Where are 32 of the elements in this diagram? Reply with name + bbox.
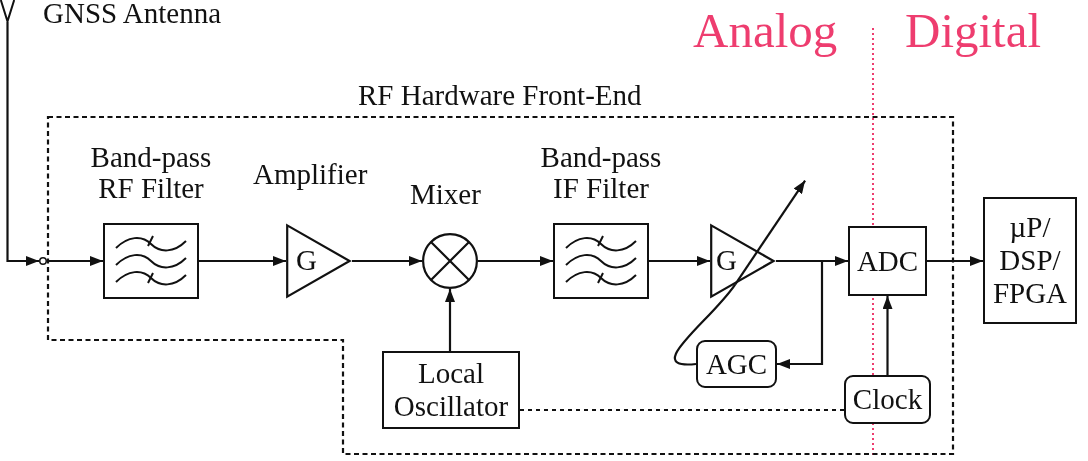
antenna-label: GNSS Antenna xyxy=(43,0,222,26)
process-block: ADC xyxy=(848,226,927,296)
arrow xyxy=(6,22,39,266)
process-block: µP/ DSP/ FPGA xyxy=(983,197,1077,324)
mixer-symbol xyxy=(422,233,478,289)
rounded-block: AGC xyxy=(696,340,777,388)
group-title: RF Hardware Front-End xyxy=(358,80,642,111)
rounded-block: Clock xyxy=(844,375,931,424)
arrow xyxy=(478,256,553,266)
connector-line xyxy=(674,283,736,366)
filter-block xyxy=(553,223,649,299)
arrow xyxy=(199,256,286,266)
antenna-symbol xyxy=(0,0,15,22)
component-label: Band-pass RF Filter xyxy=(89,142,213,204)
arrow xyxy=(776,259,824,369)
arrow xyxy=(47,256,103,266)
component-label: Band-pass IF Filter xyxy=(539,142,663,204)
arrow xyxy=(352,256,422,266)
gain-label: G xyxy=(716,246,737,276)
arrow xyxy=(649,256,710,266)
component-label: Mixer xyxy=(410,179,481,210)
region-label: Digital xyxy=(905,5,1042,57)
arrow xyxy=(882,296,893,375)
region-label: Analog xyxy=(693,5,838,57)
filter-block xyxy=(103,223,199,299)
dotted-line xyxy=(520,408,844,412)
arrow xyxy=(927,256,983,266)
junction-circle xyxy=(39,257,47,265)
arrow xyxy=(445,289,455,351)
component-label: Amplifier xyxy=(253,159,368,190)
gain-label: G xyxy=(296,246,317,276)
process-block: Local Oscillator xyxy=(382,351,520,429)
